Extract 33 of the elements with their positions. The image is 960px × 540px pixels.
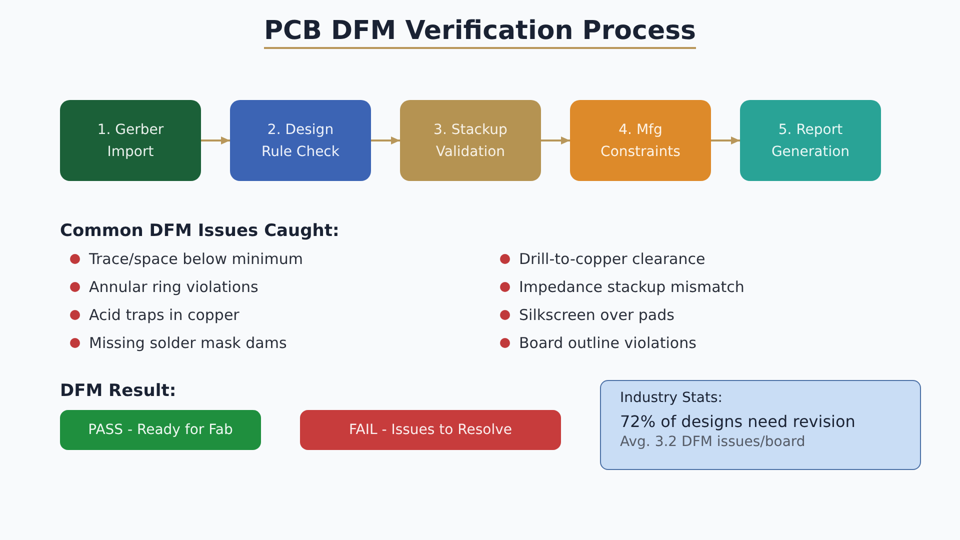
- stats-panel: [600, 380, 921, 470]
- stat-value: 72% of designs need revision: [620, 412, 856, 432]
- list-item: Silkscreen over pads: [519, 305, 674, 325]
- list-item: Board outline violations: [519, 333, 696, 353]
- process-box: [60, 100, 201, 181]
- section-heading: Common DFM Issues Caught:: [60, 220, 340, 242]
- process-box: [400, 100, 541, 181]
- stat-note: Avg. 3.2 DFM issues/board: [620, 433, 806, 451]
- arrow: [711, 136, 740, 144]
- result-box: [300, 410, 561, 450]
- section-heading: DFM Result:: [60, 380, 176, 402]
- step-label: 1. Gerber Import: [96, 120, 165, 162]
- arrow: [541, 136, 570, 144]
- step-label: 5. Report Generation: [770, 120, 851, 162]
- title: PCB DFM Verification Process: [264, 16, 696, 49]
- list-item: Trace/space below minimum: [89, 249, 303, 269]
- step-label: 2. Design Rule Check: [260, 120, 340, 162]
- list-item: Impedance stackup mismatch: [519, 277, 744, 297]
- list-item: Acid traps in copper: [89, 305, 240, 325]
- result-label: PASS - Ready for Fab: [88, 421, 233, 439]
- result-label: FAIL - Issues to Resolve: [348, 421, 512, 439]
- list-item: Drill-to-copper clearance: [519, 249, 706, 269]
- panel-heading: Industry Stats:: [620, 389, 722, 407]
- arrow: [201, 136, 230, 144]
- list-item: Annular ring violations: [89, 277, 258, 297]
- list-item: Missing solder mask dams: [89, 333, 287, 353]
- process-box: [740, 100, 881, 181]
- step-label: 4. Mfg Constraints: [600, 120, 682, 162]
- result-box: [60, 410, 261, 450]
- process-box: [570, 100, 711, 181]
- process-box: [230, 100, 371, 181]
- step-label: 3. Stackup Validation: [432, 120, 508, 162]
- arrow: [371, 136, 400, 144]
